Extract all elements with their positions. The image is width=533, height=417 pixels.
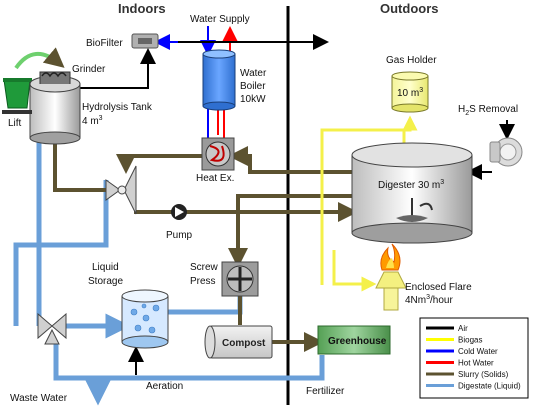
hydrolysis-label-line1: Hydrolysis Tank <box>82 102 153 113</box>
biofilter-vent-icon <box>138 38 152 44</box>
bubbles-icon <box>130 303 160 334</box>
water-boiler-label-line1: Water <box>240 68 267 79</box>
valve-lower <box>37 312 67 345</box>
legend-label-4: Slurry (Solids) <box>458 370 509 379</box>
aeration-label: Aeration <box>146 381 183 392</box>
heat-exchanger <box>201 137 235 171</box>
water-supply-label: Water Supply <box>190 14 250 25</box>
flare-icon <box>375 243 407 311</box>
loading-arrow <box>14 47 65 70</box>
gas-holder-volume: 10 m3 <box>397 87 423 99</box>
water-boiler <box>202 49 236 111</box>
grinder-icon <box>41 72 67 78</box>
valve-upper <box>105 165 137 215</box>
waste-water-label: Waste Water <box>10 393 68 404</box>
fertilizer-label: Fertilizer <box>306 386 345 397</box>
lift-label: Lift <box>8 118 22 129</box>
greenhouse-label: Greenhouse <box>328 336 387 347</box>
flare-label-line2: 4Nm3/hour <box>405 294 453 306</box>
legend-label-0: Air <box>458 324 468 333</box>
water-boiler-label-line2: Boiler <box>240 81 266 92</box>
blower-icon <box>489 137 523 167</box>
flare-label-line1: Enclosed Flare <box>405 282 472 293</box>
slurry-pipes <box>53 140 358 352</box>
liquid-storage-label-line1: Liquid <box>92 262 119 273</box>
liquid-storage-tank <box>121 289 169 349</box>
mixer-icon <box>396 198 433 222</box>
air-lines <box>80 34 515 375</box>
digester <box>351 142 473 244</box>
legend-label-5: Digestate (Liquid) <box>458 382 521 391</box>
screw-press-label-line1: Screw <box>190 262 219 273</box>
indoors-header: Indoors <box>118 1 166 16</box>
pump-label: Pump <box>166 230 193 241</box>
biofilter-label: BioFilter <box>86 38 123 49</box>
bin-icon <box>3 78 32 109</box>
gas-holder <box>391 71 429 113</box>
greenhouse <box>317 325 391 355</box>
legend-label-1: Biogas <box>458 336 482 345</box>
water-boiler-label-line3: 10kW <box>240 94 266 105</box>
legend-label-3: Hot Water <box>458 359 494 368</box>
heat-exchanger-label: Heat Ex. <box>196 173 234 184</box>
digestate-pipes <box>13 120 325 406</box>
digester-label: Digester 30 m3 <box>378 179 444 191</box>
liquid-storage-label-line2: Storage <box>88 276 123 287</box>
legend-label-2: Cold Water <box>458 347 498 356</box>
compost-unit <box>204 325 273 359</box>
screw-press-label-line2: Press <box>190 276 216 287</box>
gas-holder-label: Gas Holder <box>386 55 437 66</box>
hydrolysis-tank <box>29 71 81 145</box>
lift-platform <box>2 110 32 114</box>
screw-press <box>221 261 259 297</box>
outdoors-header: Outdoors <box>380 1 439 16</box>
grinder-label: Grinder <box>72 64 106 75</box>
h2s-removal-label: H2S Removal <box>458 104 518 117</box>
hydrolysis-label-line2: 4 m3 <box>82 115 103 127</box>
compost-label: Compost <box>222 338 266 349</box>
pump-arrow-icon <box>175 207 184 217</box>
